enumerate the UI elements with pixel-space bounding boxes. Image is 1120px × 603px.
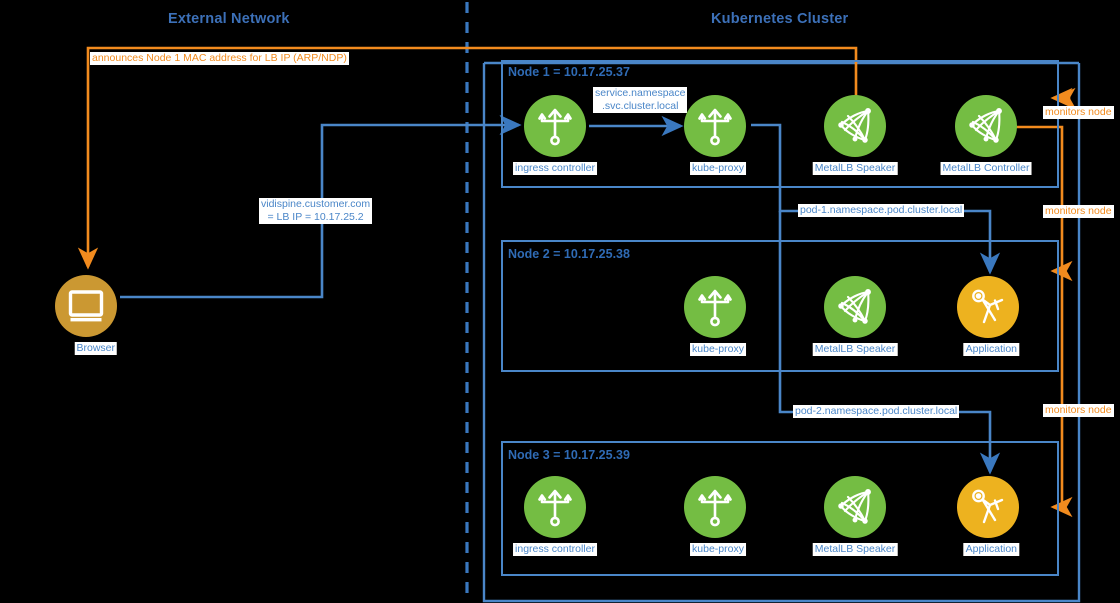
lb-ip-label: vidispine.customer.com = LB IP = 10.17.2…: [259, 198, 373, 224]
trident-icon: [684, 476, 746, 538]
pod-node2-application[interactable]: Application: [957, 276, 1019, 357]
mesh-icon: [824, 476, 886, 538]
monitor-trunk-path: [1016, 125, 1064, 507]
node-box-1: [501, 60, 1059, 188]
node-box-2: [501, 240, 1059, 372]
trident-icon: [684, 95, 746, 157]
pod-node2-metallb-speaker[interactable]: MetalLB Speaker: [812, 276, 898, 357]
pod-caption: kube-proxy: [690, 162, 746, 175]
pod-caption: Application: [963, 343, 1019, 356]
kubernetes-cluster-title: Kubernetes Cluster: [711, 11, 849, 27]
arp-announce-label: announces Node 1 MAC address for LB IP (…: [90, 52, 349, 65]
pod-caption: MetalLB Speaker: [812, 162, 898, 175]
node-label-3: Node 3 = 10.17.25.39: [508, 448, 630, 462]
pod-caption: kube-proxy: [690, 343, 746, 356]
compass-icon: [957, 276, 1019, 338]
browser-node[interactable]: Browser: [55, 275, 117, 356]
lb-ip-line2: = LB IP = 10.17.25.2: [267, 211, 364, 223]
pod-node1-metallb-controller[interactable]: MetalLB Controller: [940, 95, 1032, 176]
mesh-icon: [824, 276, 886, 338]
service-dns-line2: .svc.cluster.local: [602, 100, 679, 112]
pod-node3-kube-proxy[interactable]: kube-proxy: [684, 476, 746, 557]
pod-node1-kube-proxy[interactable]: kube-proxy: [684, 95, 746, 176]
service-dns-label: service.namespace .svc.cluster.local: [593, 87, 688, 113]
pod-caption: MetalLB Controller: [940, 162, 1032, 175]
pod-caption: MetalLB Speaker: [812, 543, 898, 556]
external-network-title: External Network: [168, 11, 290, 27]
service-dns-line1: service.namespace: [595, 87, 686, 99]
mesh-icon: [824, 95, 886, 157]
pod-caption: Application: [963, 543, 1019, 556]
pod-caption: ingress controller: [513, 543, 597, 556]
pod1-dns-label: pod-1.namespace.pod.cluster.local: [798, 204, 965, 217]
pod-node2-kube-proxy[interactable]: kube-proxy: [684, 276, 746, 357]
cluster-boundary: [482, 63, 1081, 603]
pod-node1-metallb-speaker[interactable]: MetalLB Speaker: [812, 95, 898, 176]
monitors-node2-label: monitors node: [1043, 205, 1114, 218]
node-box-3: [501, 441, 1059, 576]
pod-node3-metallb-speaker[interactable]: MetalLB Speaker: [812, 476, 898, 557]
pod-caption: MetalLB Speaker: [812, 343, 898, 356]
trident-icon: [524, 476, 586, 538]
node-label-1: Node 1 = 10.17.25.37: [508, 65, 630, 79]
pod-caption: kube-proxy: [690, 543, 746, 556]
node-label-2: Node 2 = 10.17.25.38: [508, 247, 630, 261]
pod2-dns-label: pod-2.namespace.pod.cluster.local: [793, 405, 960, 418]
pod-node1-ingress-controller[interactable]: ingress controller: [513, 95, 597, 176]
mesh-icon: [955, 95, 1017, 157]
pod-node3-application[interactable]: Application: [957, 476, 1019, 557]
lb-ip-line1: vidispine.customer.com: [261, 198, 371, 210]
compass-icon: [957, 476, 1019, 538]
monitors-node3-label: monitors node: [1043, 404, 1114, 417]
trident-icon: [684, 276, 746, 338]
arp-announce-path: [77, 46, 858, 270]
trident-icon: [524, 95, 586, 157]
monitor-icon: [55, 275, 117, 337]
monitors-node1-label: monitors node: [1043, 106, 1114, 119]
pod-caption: ingress controller: [513, 162, 597, 175]
browser-caption: Browser: [74, 342, 117, 355]
pod-node3-ingress-controller[interactable]: ingress controller: [513, 476, 597, 557]
